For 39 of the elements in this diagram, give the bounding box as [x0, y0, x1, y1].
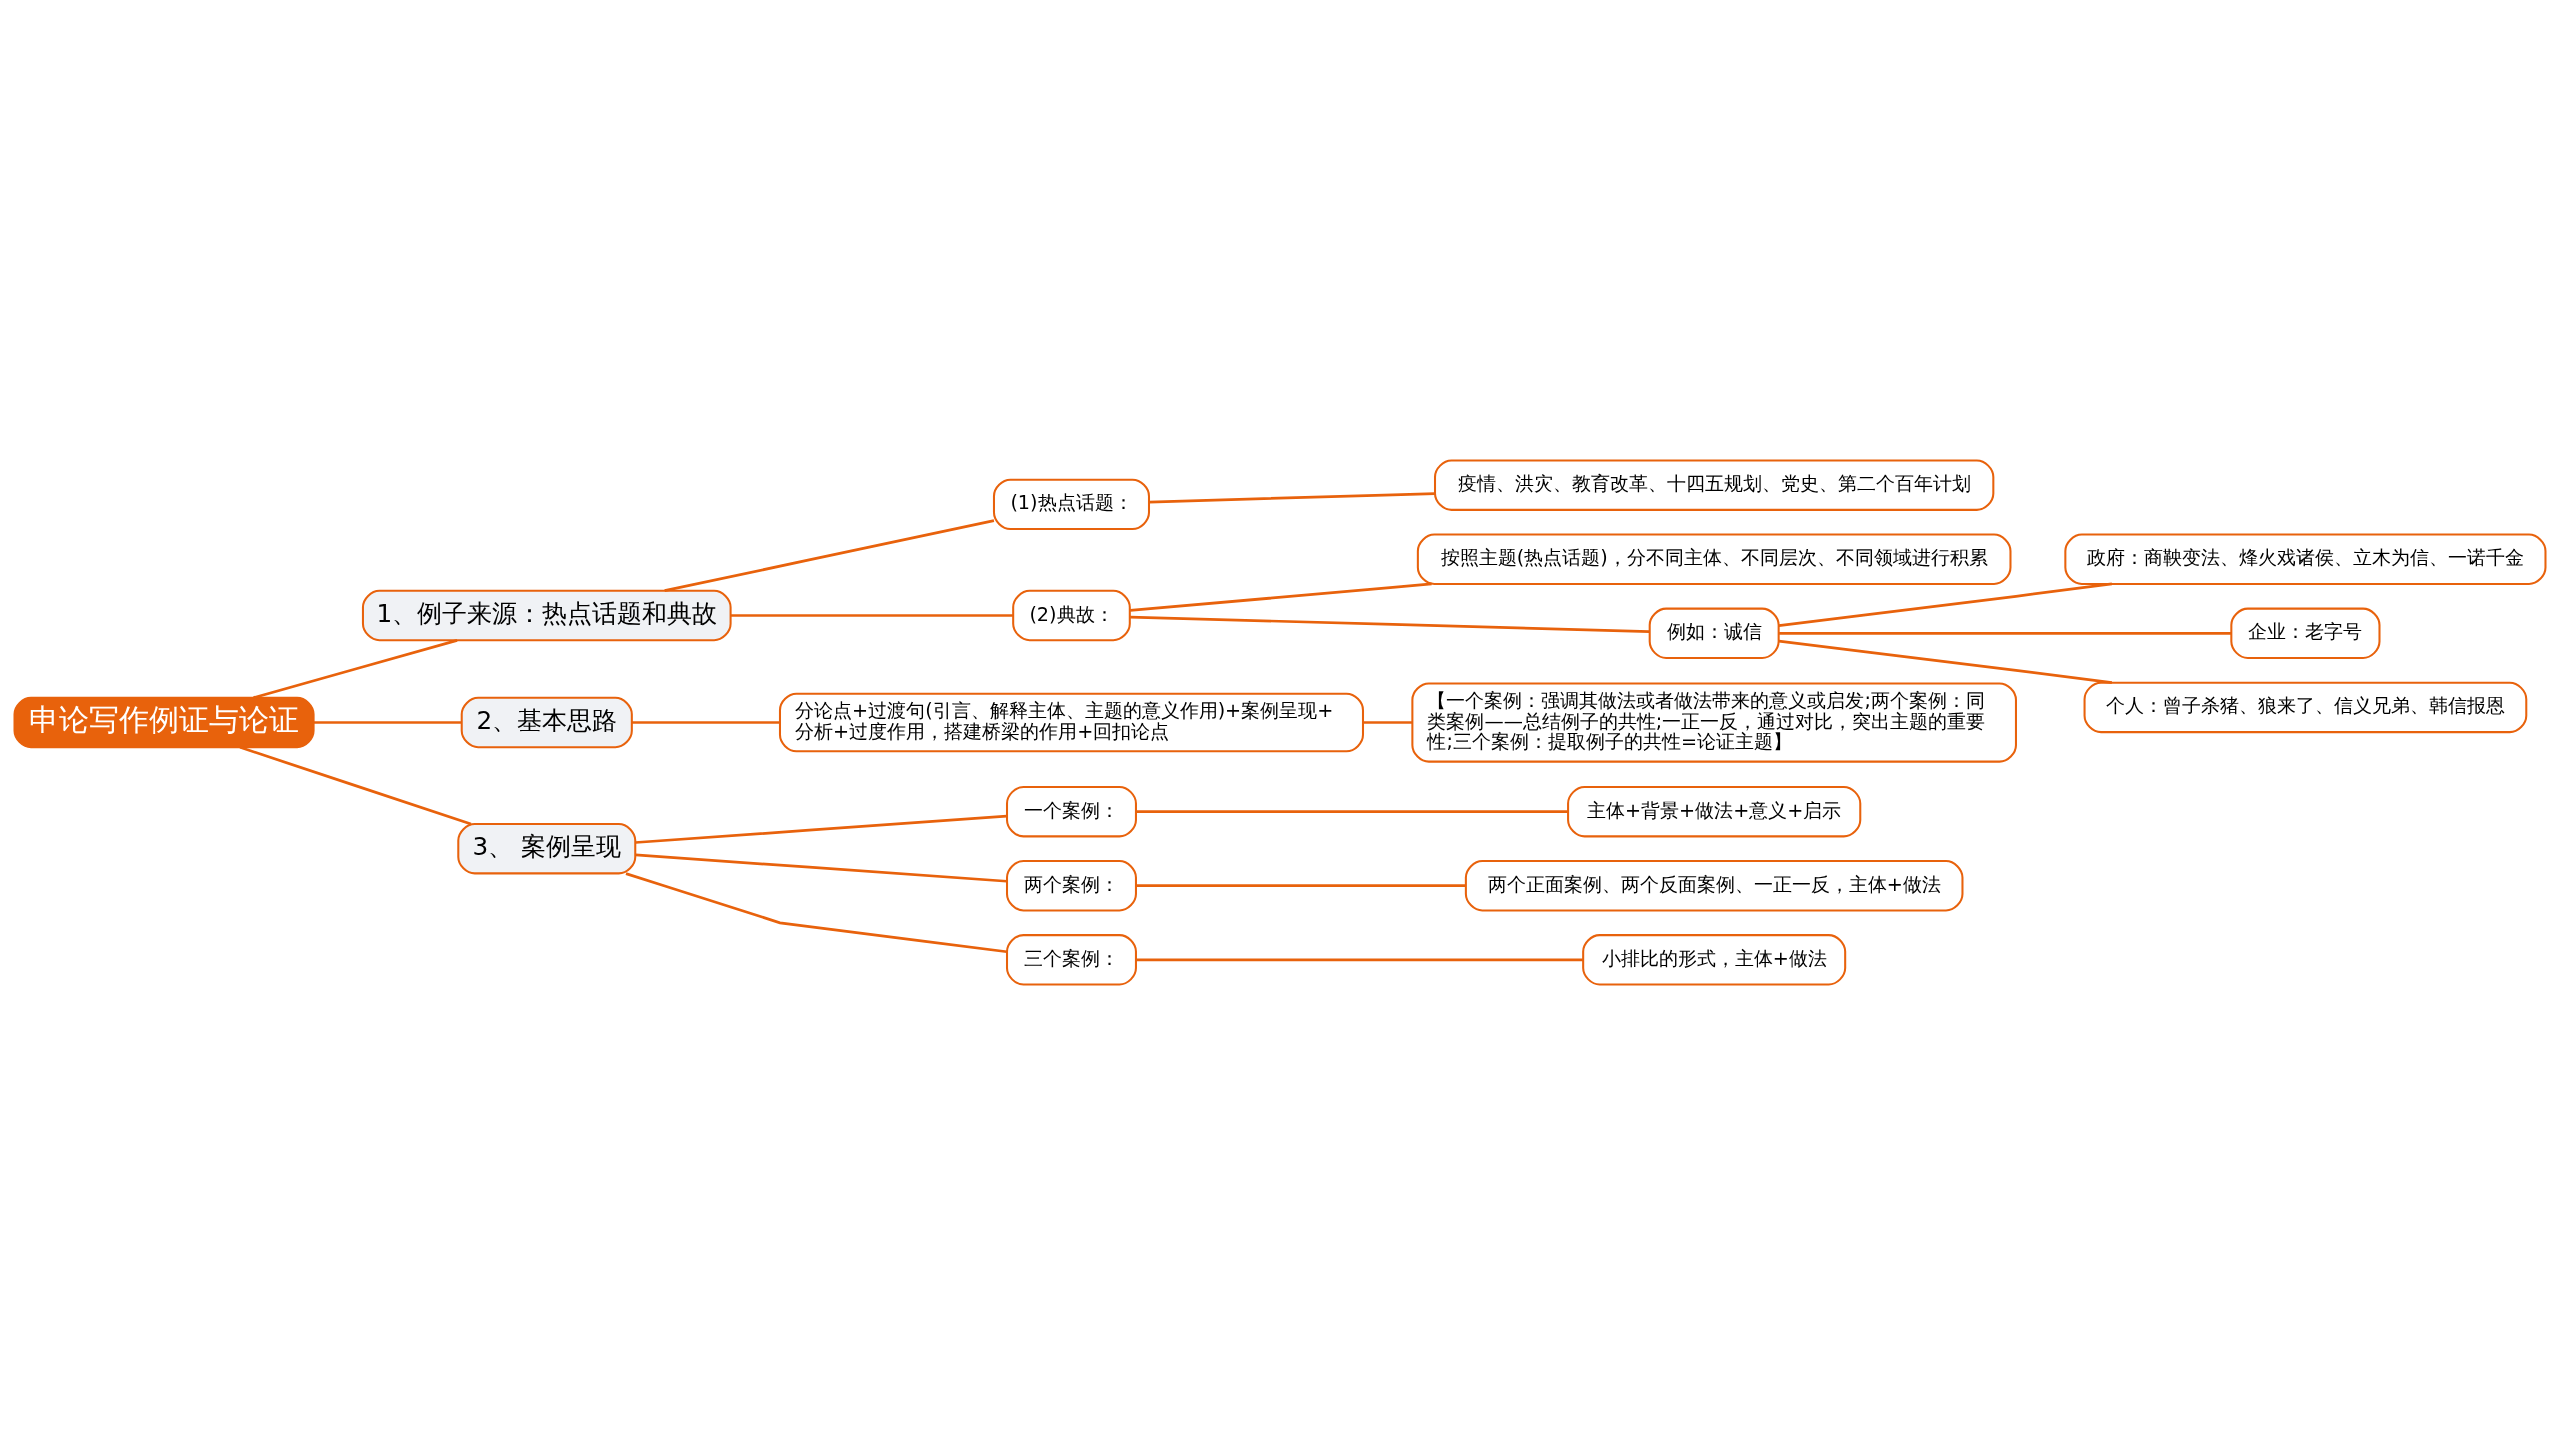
node-box: 分论点+过渡句(引言、解释主体、主题的意义作用)+案例呈现+分析+过度作用，搭建桥梁的作用+回扣论点 — [778, 692, 1364, 753]
connector — [1130, 615, 1650, 633]
connector — [635, 814, 1007, 844]
node-box: 申论写作例证与论证 — [13, 696, 315, 749]
connector — [730, 614, 1013, 617]
node-box: 小排比的形式，主体+做法 — [1582, 934, 1847, 986]
connector — [1363, 721, 1413, 724]
connector — [1778, 582, 2113, 627]
connector — [239, 746, 472, 826]
node-box: 按照主题(热点话题)，分不同主体、不同层次、不同领域进行积累 — [1416, 533, 2012, 585]
node-box: 2、基本思路 — [460, 696, 633, 749]
node-box: 两个正面案例、两个反面案例、一正一反，主体+做法 — [1464, 860, 1964, 912]
connector — [664, 519, 995, 593]
connector — [1136, 810, 1568, 814]
connector — [1136, 958, 1583, 962]
node-box: 政府：商鞅变法、烽火戏诸侯、立木为信、一诺千金 — [2064, 533, 2547, 585]
connector — [625, 872, 1007, 954]
node-box: 疫情、洪灾、教育改革、十四五规划、党史、第二个百年计划 — [1434, 459, 1995, 511]
connector — [632, 721, 780, 724]
node-box: 【一个案例：强调其做法或者做法带来的意义或启发;两个案例：同类案例——总结例子的共性;一正一反，通过对比，突出主题的重要性;三个案例：提取例子的共性=论证主题】 — [1411, 682, 2017, 763]
node-box: 例如：诚信 — [1648, 607, 1780, 660]
node-box: 企业：老字号 — [2230, 607, 2381, 660]
node-box: 两个案例： — [1006, 860, 1137, 912]
node-box: 个人：曾子杀猪、狼来了、信义兄弟、韩信报恩 — [2083, 681, 2528, 734]
connector — [1149, 492, 1435, 504]
connector — [1779, 631, 2232, 635]
node-box: 三个案例： — [1006, 934, 1137, 986]
connector — [1136, 884, 1466, 888]
connector — [313, 721, 462, 724]
node-box: (1)热点话题： — [992, 478, 1150, 531]
node-box: 一个案例： — [1006, 785, 1137, 838]
node-box: 主体+背景+做法+意义+启示 — [1567, 785, 1862, 838]
connector — [1130, 582, 1432, 612]
node-box: (2)典故： — [1012, 589, 1131, 642]
connector — [635, 853, 1007, 883]
connector — [253, 639, 458, 699]
node-box: 1、例子来源：热点话题和典故 — [361, 589, 732, 642]
node-box: 3、 案例呈现 — [457, 823, 637, 875]
connector — [1778, 639, 2113, 685]
